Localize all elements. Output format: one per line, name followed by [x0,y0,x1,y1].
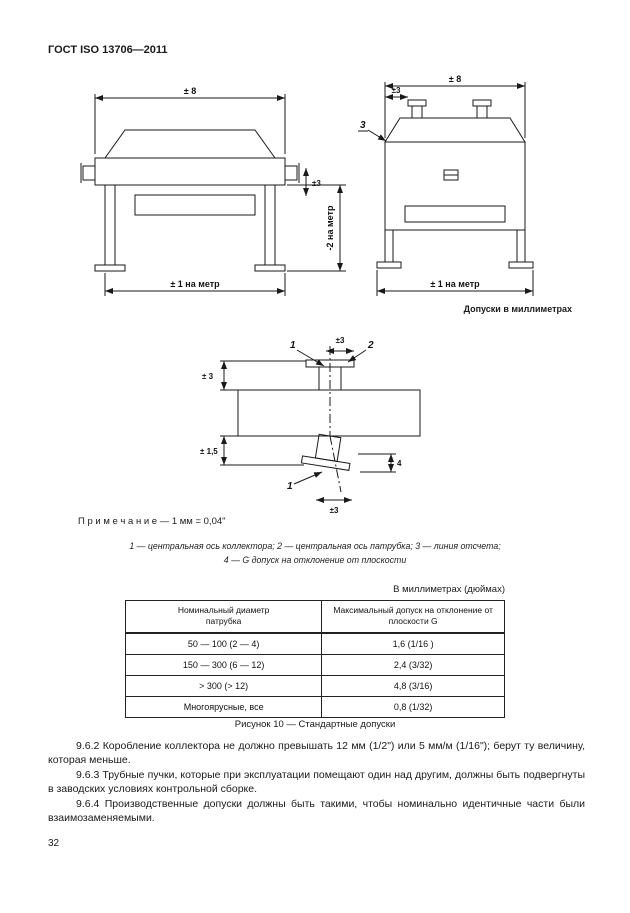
left-unit-dimensions: ± 8 ±3 -2 на метр ± 1 на метр [94,86,346,296]
dim-nozzle-offset: ±3 [336,336,345,345]
dim-top-right-view: ± 8 [449,74,461,84]
cell-tolerance: 4,8 (3/16) [321,674,505,697]
dim-left-lower: ± 1,5 [200,447,218,456]
table-units-label: В миллиметрах (дюймах) [393,584,505,595]
cell-tolerance: 2,4 (3/32) [321,653,505,676]
tolerance-units-note: Допуски в миллиметрах [463,304,572,314]
dim-vertical-left-view: -2 на метр [325,205,335,250]
table-row: > 300 (> 12) 4,8 (3/16) [124,674,505,697]
dim-bottom-offset: ±3 [330,506,339,515]
right-unit-dimensions: ± 8 ±3 3 ± 1 на метр [358,74,534,296]
table-row: 150 — 300 (6 — 12) 2,4 (3/32) [124,653,505,676]
cell-diameter: 150 — 300 (6 — 12) [124,653,323,676]
label-nozzle-axis: 2 [367,340,374,351]
cell-diameter: Многоярусные, все [124,695,323,718]
table-row: Многоярусные, все 0,8 (1/32) [124,695,505,718]
figure-caption: Рисунок 10 — Стандартные допуски [234,719,396,730]
table-row: 50 — 100 (2 — 4) 1,6 (1/16 ) [124,632,505,655]
dim-top-left-right-view: ±3 [392,86,401,95]
tolerance-table: Номинальный диаметр патрубка Максимальны… [124,599,505,718]
cell-tolerance: 0,8 (1/32) [321,695,505,718]
note-text: П р и м е ч а н и е — 1 мм = 0,04" [78,516,226,527]
label-collector-axis: 1 [290,340,296,351]
collector-centerline [329,346,342,493]
right-unit-outline [376,99,534,269]
collector-outline [237,359,421,471]
figure-unit-views: ± 8 ±3 -2 на метр ± 1 на метр [80,74,534,296]
collector-dimensions: 1 ±3 2 ± 3 ± 1,5 4 1 ±3 [200,336,402,515]
page-number: 32 [48,838,60,849]
left-unit-outline [80,129,300,272]
cell-diameter: 50 — 100 (2 — 4) [124,632,323,655]
dim-left-upper: ± 3 [202,372,214,381]
label-axis-bottom: 1 [287,481,293,492]
table-header-diameter: Номинальный диаметр патрубка [124,599,323,634]
legend-line-1: 1 — центральная ось коллектора; 2 — цент… [129,541,501,551]
figure-collector-nozzle: 1 ±3 2 ± 3 ± 1,5 4 1 ±3 [200,336,421,515]
paragraph-9-6-3: 9.6.3 Трубные пучки, которые при эксплуа… [48,768,585,796]
cell-diameter: > 300 (> 12) [124,674,323,697]
legend-line-2: 4 — G допуск на отклонение от плоскости [223,554,407,565]
dim-side-left-view: ±3 [312,179,321,188]
dim-bottom-right-view: ± 1 на метр [430,279,480,289]
dim-top-left-view: ± 8 [184,86,196,96]
table-header-tolerance: Максимальный допуск на отклонение от пло… [321,599,505,634]
figure-legend: 1 — центральная ось коллектора; 2 — цент… [40,540,590,567]
document-title: ГОСТ ISO 13706—2011 [48,44,168,56]
table-header-row: Номинальный диаметр патрубка Максимальны… [124,599,505,634]
tilted-nozzle [300,433,351,471]
body-paragraphs: 9.6.2 Коробление коллектора не должно пр… [48,739,585,826]
cell-tolerance: 1,6 (1/16 ) [321,632,505,655]
paragraph-9-6-2: 9.6.2 Коробление коллектора не должно пр… [48,740,585,767]
dim-bottom-left-view: ± 1 на метр [170,279,220,289]
reference-line-label: 3 [360,120,366,131]
paragraph-9-6-4: 9.6.4 Производственные допуски должны бы… [48,797,585,825]
dim-flatness-g: 4 [397,459,402,468]
